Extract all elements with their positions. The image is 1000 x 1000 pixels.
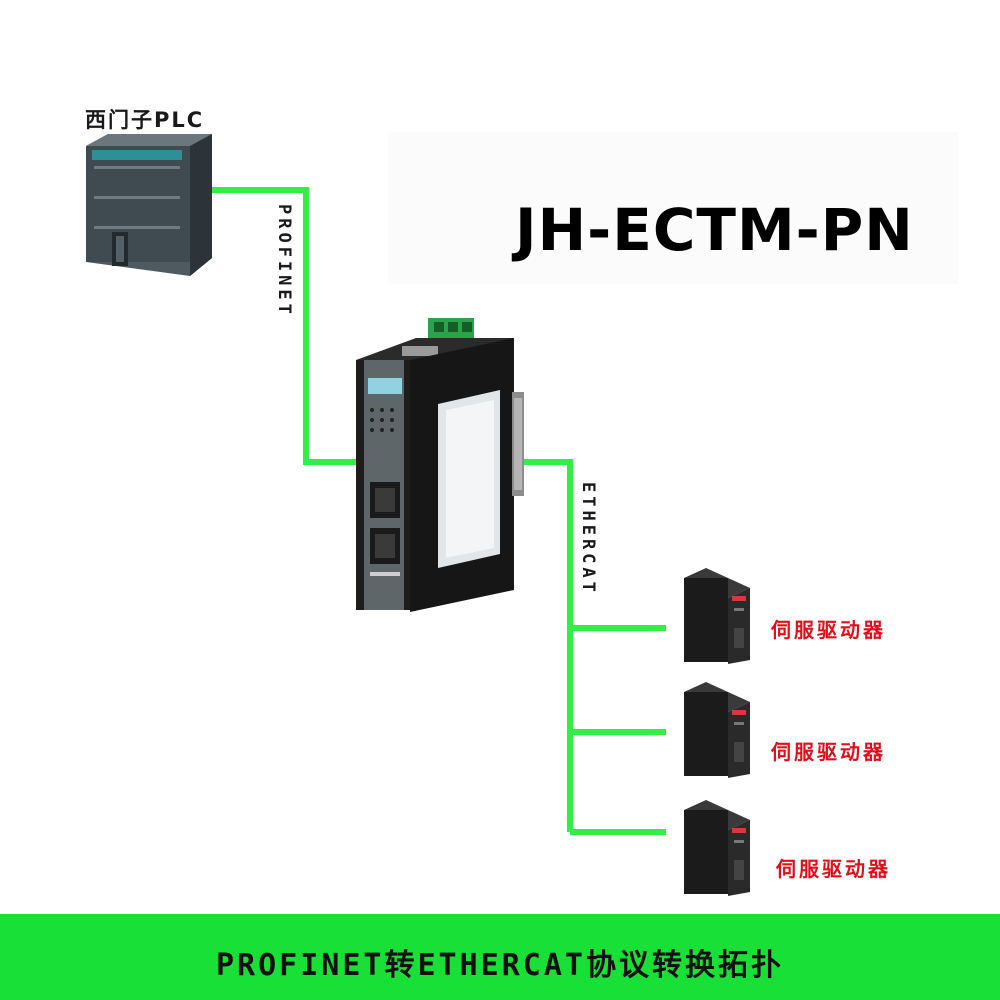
gateway-device — [356, 318, 524, 612]
servo-drive-1 — [684, 568, 750, 664]
profinet-link-label: PROFINET — [274, 204, 294, 318]
title-background — [388, 132, 958, 284]
servo-label-3: 伺服驱动器 — [776, 857, 891, 881]
servo-label-1: 伺服驱动器 — [771, 618, 886, 642]
ethercat-link-trunk — [520, 459, 573, 832]
plc-device — [86, 134, 212, 276]
servo-label-2: 伺服驱动器 — [771, 740, 886, 764]
ethercat-link-label: ETHERCAT — [578, 482, 598, 596]
product-title: JH-ECTM-PN — [515, 196, 914, 264]
profinet-link — [210, 187, 356, 465]
footer-banner — [0, 914, 1000, 1000]
servo-drive-2 — [684, 682, 750, 778]
plc-label: 西门子PLC — [85, 108, 205, 132]
servo-drive-3 — [684, 800, 750, 896]
footer-title: PROFINET转ETHERCAT协议转换拓扑 — [216, 948, 784, 983]
